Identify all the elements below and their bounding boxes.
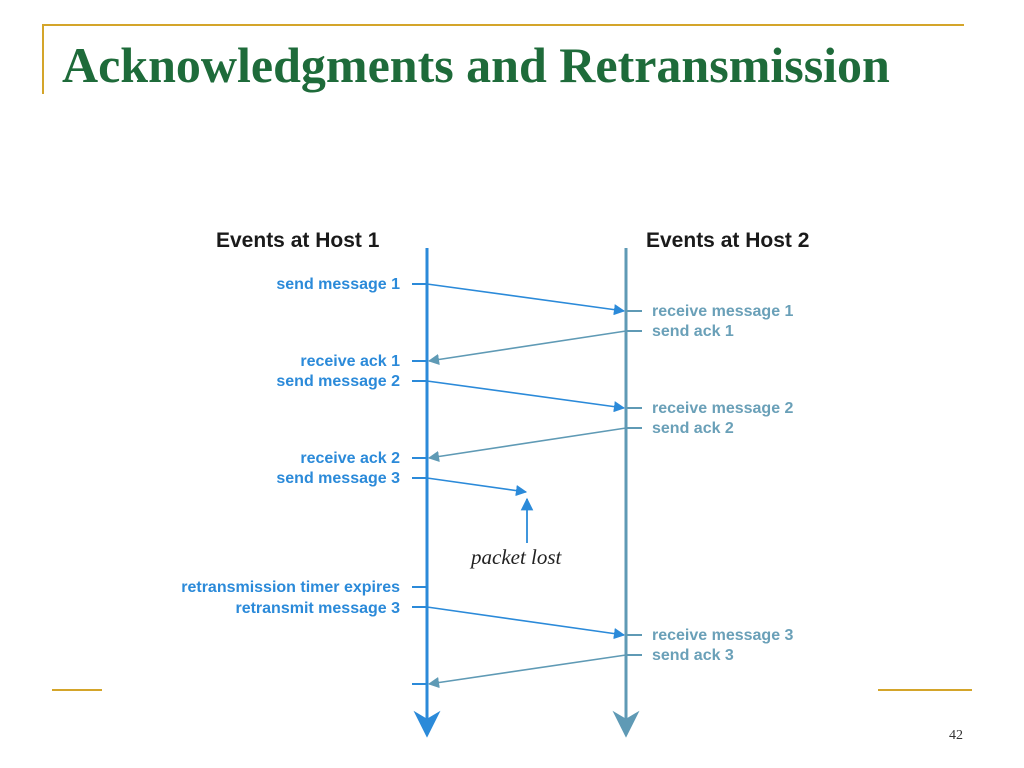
page-number: 42 [949,728,963,743]
host2-event-send-ack-3: send ack 3 [652,647,734,664]
host2-event-receive-message-1: receive message 1 [652,303,794,320]
frame-bottom-left-rule [52,689,102,691]
ack-1-arrow [427,330,627,366]
host1-event-send-message-2: send message 2 [276,373,400,390]
host1-event-receive-ack-1: receive ack 1 [300,353,400,370]
host1-header: Events at Host 1 [216,229,380,252]
host1-event-send-message-3: send message 3 [276,470,400,487]
frame-bottom-right-rule [878,689,972,691]
host2-event-send-ack-2: send ack 2 [652,420,734,437]
frame-top-rule [42,24,964,26]
host1-event-send-message-1: send message 1 [276,276,400,293]
host2-header: Events at Host 2 [646,229,809,252]
message-1-arrow [426,283,626,316]
host2-event-send-ack-1: send ack 1 [652,323,734,340]
frame-left-rule [42,24,44,94]
packet-lost-label: packet lost [469,545,563,569]
ack-2-arrow [427,427,627,463]
retransmit-message-3-arrow [426,606,626,640]
host1-event-receive-ack-2: receive ack 2 [300,450,400,467]
host1-event-timer-expires: retransmission timer expires [181,579,400,596]
message-2-arrow [426,380,626,413]
ack-3-arrow [427,654,627,689]
slide-title: Acknowledgments and Retransmission [62,37,890,93]
host2-event-receive-message-2: receive message 2 [652,400,794,417]
host2-event-receive-message-3: receive message 3 [652,627,794,644]
host1-event-retransmit-message-3: retransmit message 3 [235,600,400,617]
message-3-lost-arrow [426,477,528,497]
